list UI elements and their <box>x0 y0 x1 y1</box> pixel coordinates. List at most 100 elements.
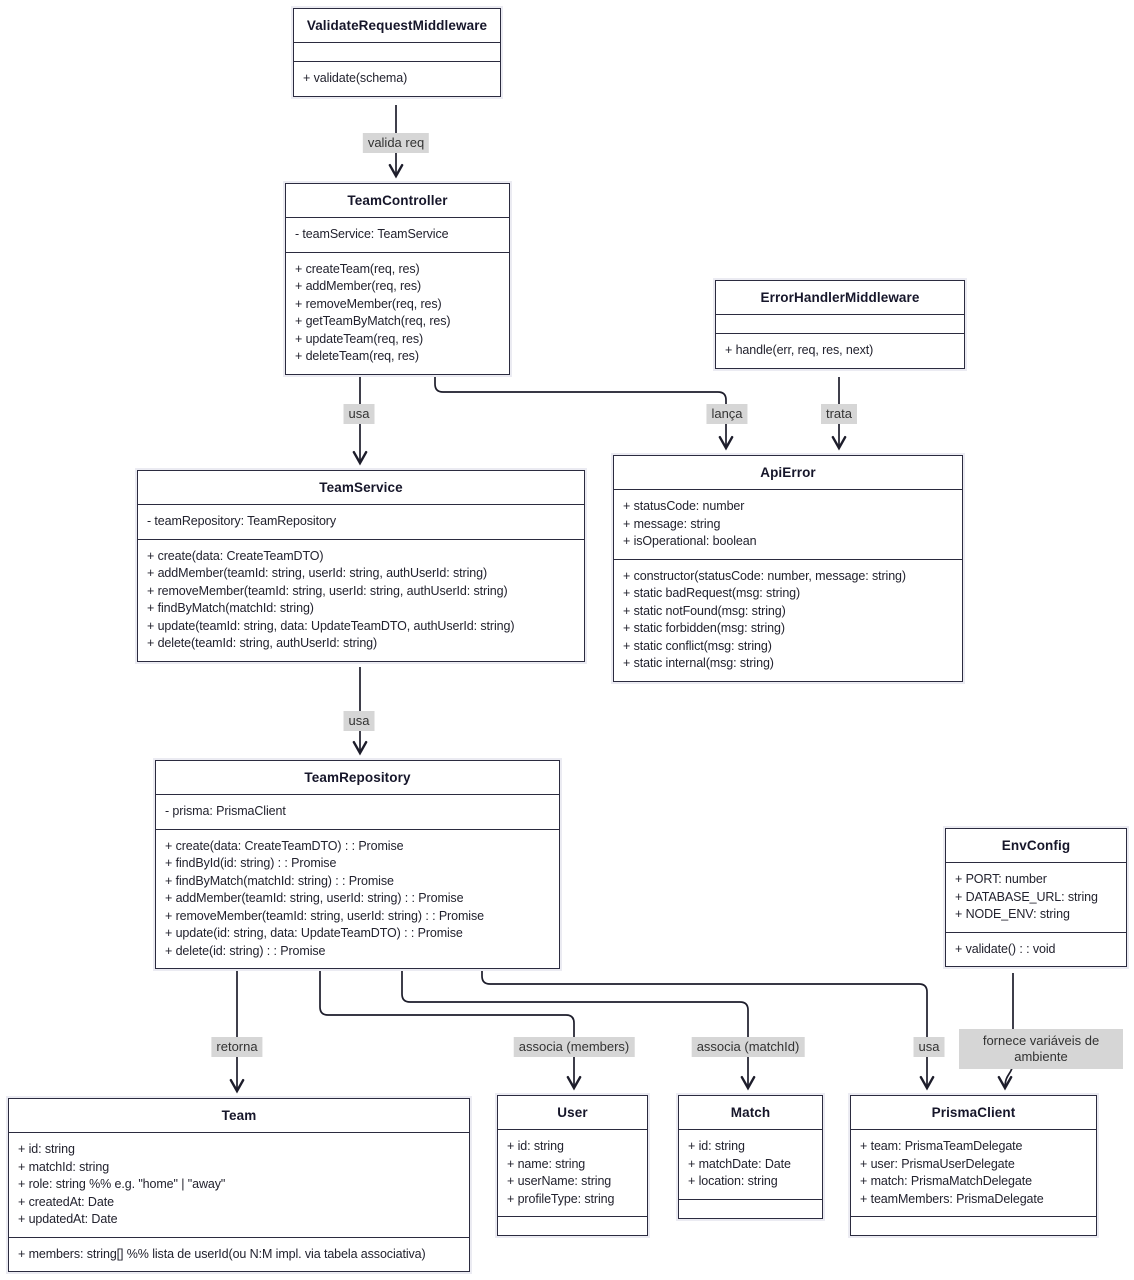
class-match: Match + id: string + matchDate: Date + l… <box>678 1095 823 1219</box>
attribute: + teamMembers: PrismaDelegate <box>860 1191 1044 1206</box>
method: + static notFound(msg: string) <box>623 603 786 618</box>
attributes-section: + PORT: number + DATABASE_URL: string + … <box>946 862 1126 932</box>
method: + removeMember(req, res) <box>295 296 442 311</box>
class-title: Match <box>730 1105 771 1120</box>
class-title: TeamController <box>347 193 448 208</box>
class-team-controller: TeamController - teamService: TeamServic… <box>285 183 510 375</box>
edge-label-associa-members: associa (members) <box>513 1037 635 1057</box>
attribute: + match: PrismaMatchDelegate <box>860 1174 1032 1188</box>
attribute: + team: PrismaTeamDelegate <box>860 1139 1023 1153</box>
attribute: + role: string %% e.g. "home" | "away" <box>18 1177 226 1191</box>
class-team-repository: TeamRepository - prisma: PrismaClient + … <box>155 760 560 969</box>
method: + handle(err, req, res, next) <box>725 343 874 357</box>
edge-repository-usa-prisma <box>481 971 935 1091</box>
method: + create(data: CreateTeamDTO) <box>147 548 324 563</box>
methods-section: + validate() : : void <box>946 931 1126 967</box>
methods-section: + createTeam(req, res) + addMember(req, … <box>286 251 509 374</box>
method: + removeMember(teamId: string, userId: s… <box>147 583 508 598</box>
method: + static forbidden(msg: string) <box>623 621 785 635</box>
attribute: + message: string <box>623 516 721 531</box>
method: + createTeam(req, res) <box>295 261 420 276</box>
method: + findByMatch(matchId: string) <box>147 601 314 615</box>
method: + removeMember(teamId: string, userId: s… <box>165 908 484 923</box>
methods-section: + validate(schema) <box>294 61 500 96</box>
methods-section: + members: string[] %% lista de userId(o… <box>9 1236 469 1272</box>
edge-repository-associa-match <box>401 971 756 1091</box>
method: + static conflict(msg: string) <box>623 638 772 653</box>
edge-label-retorna: retorna <box>211 1037 263 1057</box>
attributes-section: - teamRepository: TeamRepository <box>138 504 584 539</box>
attribute: + createdAt: Date <box>18 1194 114 1209</box>
attribute: + DATABASE_URL: string <box>955 889 1098 904</box>
attribute: - teamService: TeamService <box>295 227 449 241</box>
method: + validate(schema) <box>303 71 408 85</box>
attribute: - prisma: PrismaClient <box>165 804 286 818</box>
class-validate-request-middleware: ValidateRequestMiddleware + validate(sch… <box>293 8 501 97</box>
method: + addMember(teamId: string, userId: stri… <box>147 566 488 580</box>
method: + deleteTeam(req, res) <box>295 349 419 363</box>
edge-label-fornece-variaveis: fornece variáveis de ambiente <box>959 1029 1123 1069</box>
method: + addMember(teamId: string, userId: stri… <box>165 891 464 905</box>
edge-controller-lanca-apierror <box>434 377 734 451</box>
method: + getTeamByMatch(req, res) <box>295 314 451 328</box>
method: + update(teamId: string, data: UpdateTea… <box>147 618 515 633</box>
method: + create(data: CreateTeamDTO) : : Promis… <box>165 838 404 853</box>
attributes-section <box>294 42 500 61</box>
attribute: + user: PrismaUserDelegate <box>860 1156 1015 1171</box>
class-env-config: EnvConfig + PORT: number + DATABASE_URL:… <box>945 828 1127 967</box>
class-team-service: TeamService - teamRepository: TeamReposi… <box>137 470 585 662</box>
attributes-section: + team: PrismaTeamDelegate + user: Prism… <box>851 1129 1096 1216</box>
class-prisma-client: PrismaClient + team: PrismaTeamDelegate … <box>850 1095 1097 1236</box>
class-title: User <box>557 1105 588 1120</box>
method: + static badRequest(msg: string) <box>623 586 801 600</box>
class-title: TeamRepository <box>304 770 411 785</box>
class-team: Team + id: string + matchId: string + ro… <box>8 1098 470 1272</box>
method: + updateTeam(req, res) <box>295 331 424 346</box>
method: + delete(teamId: string, authUserId: str… <box>147 636 378 650</box>
methods-section: + handle(err, req, res, next) <box>716 333 964 368</box>
edge-label-lanca: lança <box>706 404 748 424</box>
edge-label-trata: trata <box>820 404 858 424</box>
attribute: + name: string <box>507 1156 586 1171</box>
method: + delete(id: string) : : Promise <box>165 943 326 958</box>
methods-section <box>851 1216 1096 1235</box>
attributes-section: + statusCode: number + message: string +… <box>614 489 962 559</box>
methods-section: + constructor(statusCode: number, messag… <box>614 558 962 681</box>
method: + findById(id: string) : : Promise <box>165 856 337 870</box>
attribute: + PORT: number <box>955 872 1047 886</box>
edge-label-usa-service-repository: usa <box>343 711 375 731</box>
attributes-section: + id: string + matchDate: Date + locatio… <box>679 1129 822 1199</box>
class-error-handler-middleware: ErrorHandlerMiddleware + handle(err, req… <box>715 280 965 369</box>
class-title: ValidateRequestMiddleware <box>306 18 488 33</box>
attribute: + id: string <box>688 1139 745 1153</box>
attribute: - teamRepository: TeamRepository <box>147 514 337 528</box>
attributes-section <box>716 314 964 333</box>
methods-section <box>498 1216 647 1235</box>
attribute: + userName: string <box>507 1174 612 1188</box>
attributes-section: - teamService: TeamService <box>286 217 509 252</box>
method: + findByMatch(matchId: string) : : Promi… <box>165 873 394 888</box>
edge-label-valida-req: valida req <box>362 133 430 153</box>
method: + members: string[] %% lista de userId(o… <box>18 1246 426 1261</box>
class-title: ApiError <box>760 465 816 480</box>
attribute: + updatedAt: Date <box>18 1212 118 1226</box>
edge-repository-associa-user <box>319 971 582 1091</box>
method: + constructor(statusCode: number, messag… <box>623 568 906 583</box>
attribute: + isOperational: boolean <box>623 534 757 548</box>
class-title: EnvConfig <box>1001 838 1071 853</box>
methods-section <box>679 1198 822 1218</box>
attributes-section: + id: string + matchId: string + role: s… <box>9 1132 469 1237</box>
attributes-section: - prisma: PrismaClient <box>156 794 559 829</box>
methods-section: + create(data: CreateTeamDTO) + addMembe… <box>138 538 584 661</box>
class-title: Team <box>221 1108 257 1123</box>
attributes-section: + id: string + name: string + userName: … <box>498 1129 647 1216</box>
method: + update(id: string, data: UpdateTeamDTO… <box>165 926 463 940</box>
attribute: + profileType: string <box>507 1191 615 1206</box>
attribute: + id: string <box>507 1139 564 1153</box>
attribute: + id: string <box>18 1142 75 1156</box>
class-user: User + id: string + name: string + userN… <box>497 1095 648 1236</box>
attribute: + matchDate: Date <box>688 1156 791 1171</box>
attribute: + NODE_ENV: string <box>955 907 1070 921</box>
class-title: ErrorHandlerMiddleware <box>760 290 920 305</box>
